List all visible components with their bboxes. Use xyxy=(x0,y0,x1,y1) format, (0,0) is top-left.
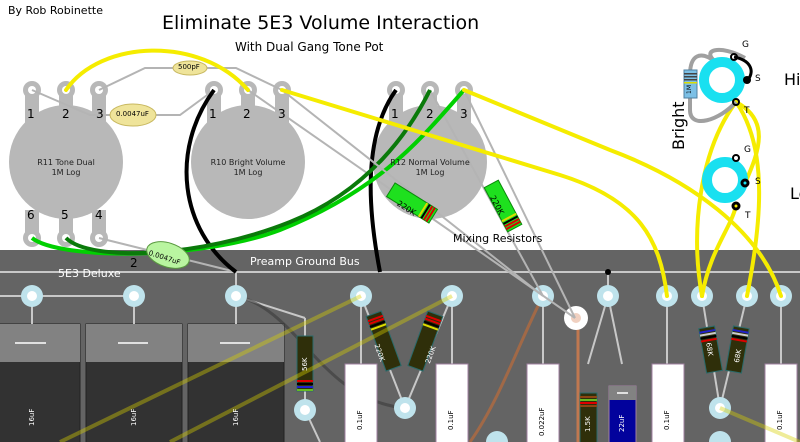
cap-01-c xyxy=(651,363,685,442)
resistor-220k-a xyxy=(365,310,402,372)
page-subtitle: With Dual Gang Tone Pot xyxy=(235,40,384,54)
ground-bus-label: Preamp Ground Bus xyxy=(250,255,360,268)
pot-r10-name: R10 Bright Volume xyxy=(210,158,286,167)
jack-hi xyxy=(683,47,753,123)
lug-r12-3: 3 xyxy=(460,107,468,121)
cap-0047-lug-number: 2 xyxy=(130,256,138,270)
lug-r11-2: 2 xyxy=(62,107,70,121)
filter-cap-1 xyxy=(0,323,81,442)
lo-label: Lo xyxy=(790,184,800,203)
cap-01-a xyxy=(344,363,378,442)
author-credit: By Rob Robinette xyxy=(8,4,103,17)
yellow-wires xyxy=(64,48,783,298)
lug-r12-1: 1 xyxy=(391,107,399,121)
pot-r11-taper: 1M Log xyxy=(51,168,81,177)
jack-hi-s: S xyxy=(755,74,761,84)
pot-r12-label: R12 Normal Volume 1M Log xyxy=(372,158,488,178)
cap-0047-top-label: 0.0047uF xyxy=(116,110,149,118)
resistor-1.5k-label: 1.5K xyxy=(584,416,592,432)
lug-r11-4: 4 xyxy=(95,208,103,222)
jack-hi-t: T xyxy=(744,106,750,116)
resistor-1.5k xyxy=(579,392,598,442)
ground-junction xyxy=(605,269,611,275)
lug-r11-6: 6 xyxy=(27,208,35,222)
jack-lo-t: T xyxy=(745,211,751,221)
lug-r11-1: 1 xyxy=(27,107,35,121)
cap-22uf-label: 22uF xyxy=(618,414,626,432)
cap-0047-top xyxy=(109,103,157,127)
brown-wire xyxy=(468,295,545,442)
filter-cap-1-label: 16uF xyxy=(28,408,36,426)
pot-r11-label: R11 Tone Dual 1M Log xyxy=(8,158,124,178)
resistor-56k-label: 56K xyxy=(301,357,309,372)
cap-01-b-label: 0.1uF xyxy=(447,410,455,430)
filter-cap-2-label: 16uF xyxy=(130,408,138,426)
bright-label: Bright xyxy=(669,101,688,150)
filter-cap-3-label: 16uF xyxy=(232,408,240,426)
lug-r10-1: 1 xyxy=(209,107,217,121)
mixing-resistor-1 xyxy=(385,182,439,224)
filter-cap-2 xyxy=(85,323,183,442)
resistor-68k-b xyxy=(725,325,750,374)
mixing-resistors-label: Mixing Resistors xyxy=(453,232,543,245)
jack-lo-g: G xyxy=(744,145,751,155)
pot-r10-label: R10 Bright Volume 1M Log xyxy=(190,158,306,178)
jack-lo-s: S xyxy=(755,177,761,187)
filter-cap-3 xyxy=(187,323,285,442)
cap-01-d-label: 0.1uF xyxy=(776,410,784,430)
cap-01-b xyxy=(435,363,469,442)
cap-01-c-label: 0.1uF xyxy=(663,410,671,430)
pot-r12-name: R12 Normal Volume xyxy=(390,158,470,167)
pot-r11-name: R11 Tone Dual xyxy=(37,158,95,167)
jack-lo xyxy=(702,154,750,211)
faded-wires xyxy=(59,294,800,442)
board-name: 5E3 Deluxe xyxy=(58,267,121,280)
green-wire xyxy=(30,88,466,256)
resistor-56k xyxy=(296,335,314,392)
lug-r11-5: 5 xyxy=(61,208,69,222)
page-title: Eliminate 5E3 Volume Interaction xyxy=(162,12,480,34)
dark-green-wire xyxy=(64,89,432,256)
mixing-resistor-2 xyxy=(483,179,523,233)
lug-r10-3: 3 xyxy=(278,107,286,121)
lug-r10-2: 2 xyxy=(243,107,251,121)
cap-0047-bottom xyxy=(146,241,190,269)
resistor-68k-a xyxy=(698,325,723,374)
cap-500pf-label: 500pF xyxy=(178,63,200,71)
pot-r12-taper: 1M Log xyxy=(415,168,445,177)
cap-01-a-label: 0.1uF xyxy=(356,410,364,430)
hi-label: Hi xyxy=(784,70,800,89)
resistor-220k-b xyxy=(407,310,444,372)
cap-22uf xyxy=(608,385,637,442)
pot-r10-taper: 1M Log xyxy=(233,168,263,177)
mixing-leads xyxy=(281,89,576,319)
cap-0022 xyxy=(526,363,560,442)
lug-r12-2: 2 xyxy=(426,107,434,121)
cap-500pf xyxy=(172,60,208,76)
jack-resistor-label: 1M xyxy=(686,85,693,94)
black-wire-1 xyxy=(184,88,238,274)
jack-hi-g: G xyxy=(742,40,749,50)
cap-01-d xyxy=(764,363,798,442)
cap-0022-label: 0.022uF xyxy=(538,407,546,436)
lug-r11-3: 3 xyxy=(96,107,104,121)
